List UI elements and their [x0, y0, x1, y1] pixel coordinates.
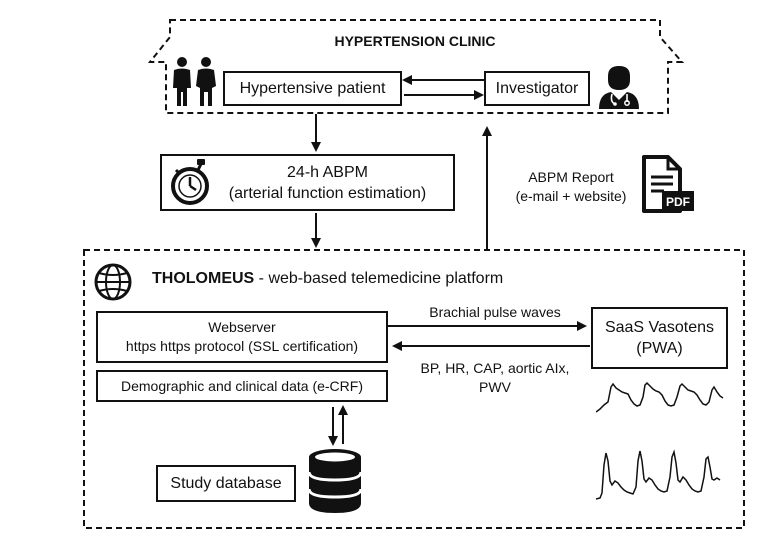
ecrf-label: Demographic and clinical data (e-CRF) [121, 378, 363, 394]
report-title: ABPM Report [528, 169, 614, 185]
pulse-waveform-icon [596, 381, 724, 413]
investigator-label: Investigator [495, 79, 579, 97]
abpm-subtitle: (arterial function estimation) [228, 184, 427, 202]
abpm-title: 24-h ABPM [287, 163, 368, 181]
pdf-badge: PDF [666, 195, 690, 209]
report-subtitle: (e-mail + website) [515, 188, 627, 204]
flow-to-saas-label: Brachial pulse waves [429, 304, 561, 320]
clinic-outline [147, 19, 685, 114]
report-label: ABPM Report (e-mail + website) [497, 168, 645, 206]
webserver-subtitle: https https protocol (SSL certification) [125, 338, 359, 354]
webserver-box: Webserver https https protocol (SSL cert… [96, 311, 388, 363]
pulse-waveform-icon-large [596, 449, 721, 500]
abpm-box: 24-h ABPM (arterial function estimation) [160, 154, 455, 211]
patient-box: Hypertensive patient [223, 71, 402, 106]
stopwatch-icon [171, 159, 209, 205]
investigator-box: Investigator [484, 71, 590, 106]
platform-outline [83, 249, 745, 529]
ecrf-box: Demographic and clinical data (e-CRF) [96, 370, 388, 402]
globe-icon [94, 263, 132, 301]
platform-title: THOLOMEUS - web-based telemedicine platf… [152, 270, 503, 288]
saas-subtitle: (PWA) [636, 340, 683, 357]
doctor-icon [599, 66, 639, 109]
flow-from-saas-label: BP, HR, CAP, aortic AIx, PWV [395, 359, 595, 397]
webserver-title: Webserver [208, 319, 276, 335]
patient-label: Hypertensive patient [239, 79, 386, 97]
pdf-document-icon: PDF [642, 155, 694, 213]
saas-title: SaaS Vasotens [604, 319, 715, 336]
clinic-title: HYPERTENSION CLINIC [334, 33, 496, 49]
flow-from-saas-line2: PWV [479, 379, 511, 395]
study-database-box: Study database [156, 465, 296, 502]
study-database-label: Study database [170, 474, 282, 492]
platform-name: THOLOMEUS [152, 270, 255, 287]
flow-from-saas-line1: BP, HR, CAP, aortic AIx, [420, 360, 570, 376]
platform-description: - web-based telemedicine platform [254, 270, 504, 287]
database-icon [307, 449, 363, 513]
saas-box: SaaS Vasotens (PWA) [591, 307, 728, 369]
people-icon [173, 57, 216, 106]
